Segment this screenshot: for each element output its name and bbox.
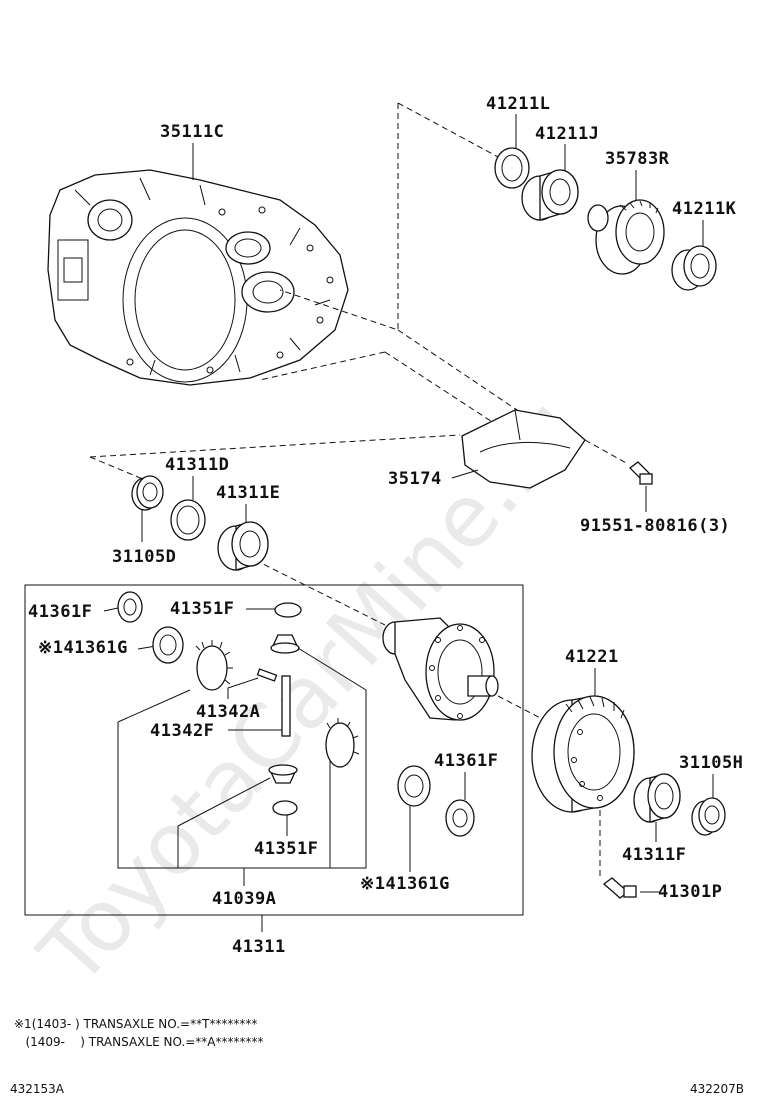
oil-seal-31105d[interactable] (131, 475, 164, 511)
label-41361f-upper: 41361F (28, 602, 92, 622)
differential-kit-frame (24, 584, 524, 916)
thrust-washer-41351f-lower[interactable] (272, 800, 298, 816)
differential-case[interactable] (382, 617, 499, 721)
bearing-41211j[interactable] (521, 169, 579, 221)
note-line-1: ※1(1403- ) TRANSAXLE NO.=**T******** (14, 1017, 257, 1031)
label-41351f-lower: 41351F (254, 839, 318, 859)
label-31105h: 31105H (679, 753, 743, 773)
label-41351f-upper: 41351F (170, 599, 234, 619)
label-41211l: 41211L (486, 94, 550, 114)
bearing-41211k[interactable] (671, 245, 717, 291)
label-35174: 35174 (388, 469, 442, 489)
label-41342a: 41342A (196, 702, 260, 722)
bearing-41311e[interactable] (217, 521, 269, 571)
label-41311f: 41311F (622, 845, 686, 865)
footer-code-right: 432207B (690, 1082, 744, 1096)
label-41311e: 41311E (216, 483, 280, 503)
shim-41311d[interactable] (170, 499, 206, 541)
washer-41361f-lower[interactable] (445, 799, 475, 837)
side-gear-left[interactable] (195, 640, 233, 691)
label-31105d: 31105D (112, 547, 176, 567)
label-91551: 91551-80816(3) (580, 516, 730, 536)
pinion-gear-lower[interactable] (268, 764, 298, 784)
oil-plate-35174[interactable] (461, 409, 586, 489)
label-35111c: 35111C (160, 122, 224, 142)
label-35783r: 35783R (605, 149, 670, 169)
label-41361g-lower: ※141361G (360, 874, 450, 894)
label-41211j: 41211J (535, 124, 599, 144)
drive-gear-35783r[interactable] (587, 199, 665, 275)
shaft-41342f[interactable] (281, 675, 291, 737)
label-41221: 41221 (565, 647, 619, 667)
label-41361f-lower: 41361F (434, 751, 498, 771)
transaxle-housing[interactable] (47, 169, 349, 386)
label-41039a: 41039A (212, 889, 276, 909)
label-41361g-upper: ※141361G (38, 638, 128, 658)
ring-gear-41221[interactable] (531, 695, 635, 813)
washer-41361g-upper[interactable] (152, 626, 184, 664)
pinion-gear-upper[interactable] (270, 634, 300, 654)
label-41311: 41311 (232, 937, 286, 957)
note-line-2: (1409- ) TRANSAXLE NO.=**A******** (14, 1035, 263, 1049)
label-41342f: 41342F (150, 721, 214, 741)
oil-seal-41211l[interactable] (494, 147, 530, 189)
label-41211k: 41211K (672, 199, 737, 219)
thrust-washer-41351f-upper[interactable] (274, 602, 302, 618)
label-41311d: 41311D (165, 455, 229, 475)
washer-41361g-lower[interactable] (397, 765, 431, 807)
bolt-91551[interactable] (629, 461, 653, 485)
bearing-41311f[interactable] (633, 773, 681, 823)
washer-41361f-upper[interactable] (117, 591, 143, 623)
side-gear-right[interactable] (325, 718, 360, 768)
bolt-41301p[interactable] (602, 877, 637, 899)
footer-code-left: 432153A (10, 1082, 65, 1096)
label-41301p: 41301P (658, 882, 722, 902)
pin-41342a[interactable] (256, 668, 278, 682)
oil-seal-31105h[interactable] (691, 797, 726, 836)
